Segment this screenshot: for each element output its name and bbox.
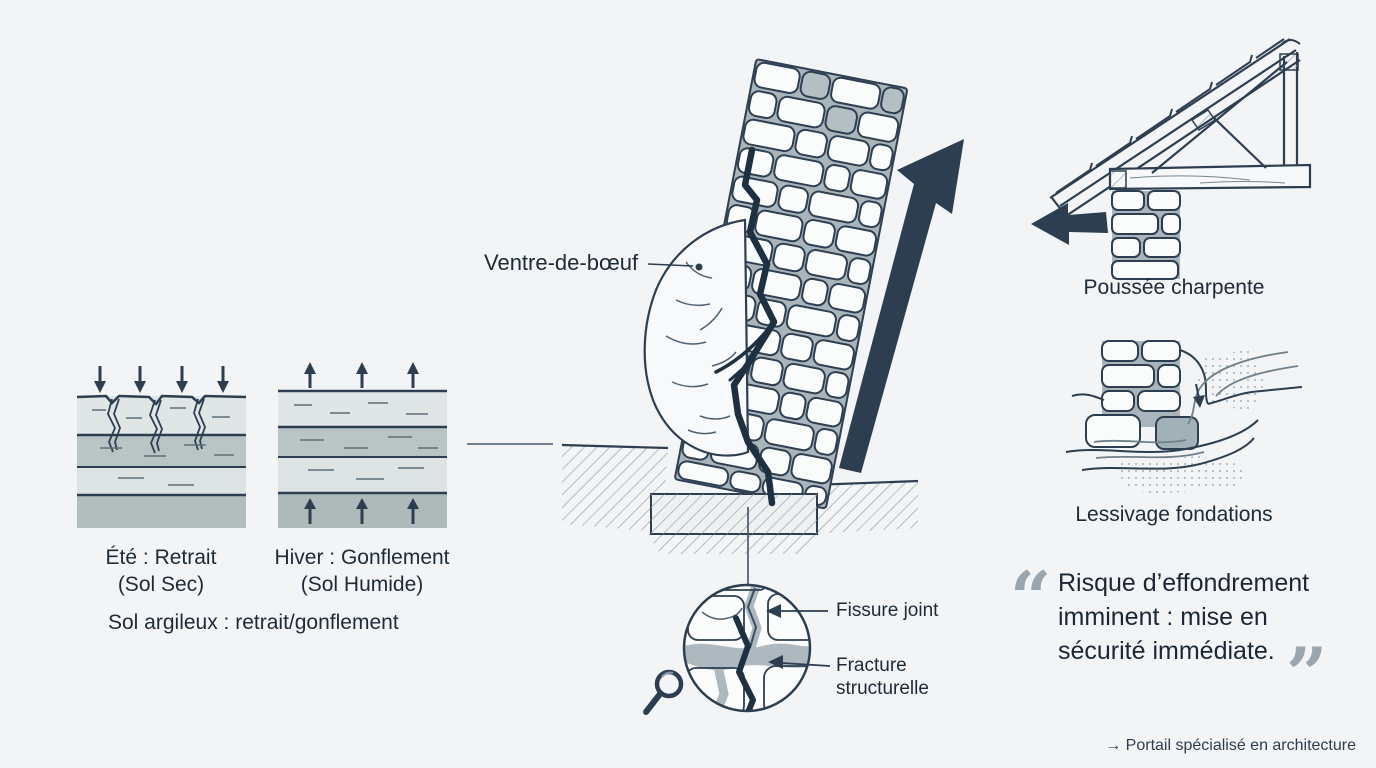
up-arrow-icons [304,362,419,524]
flow-arrow-icon [1193,383,1205,408]
close-quote-icon: ” [1286,631,1328,716]
foundation-washout-illustration [1065,340,1303,494]
winter-title: Hiver : Gonflement [274,546,450,569]
open-quote-icon: “ [1010,555,1052,640]
water-flow-lines [1093,351,1299,459]
fracture-arrow [768,655,831,669]
roof-thrust-label: Poussée charpente [1083,276,1265,299]
lean-arrow-icon [839,139,964,473]
soil-dots [1198,350,1266,412]
ventre-leader [647,263,703,271]
crack-detail-circle [682,583,812,713]
ground-hatch [561,443,919,554]
terrain-outline [1065,349,1303,471]
roof-tiles [1055,38,1285,194]
wall-crack [714,146,778,507]
joint-crack-label: Fissure joint [836,600,939,621]
down-arrow-icons [94,366,229,393]
undermined-stone [1155,416,1199,450]
summer-title: Été : Retrait [105,546,217,569]
fissure-joint-arrow [766,604,828,618]
warning-quote: “ Risque d’effondrement imminent : mise … [1010,555,1350,710]
roof-pillar [1111,190,1181,280]
thrust-arrow-icon [1031,203,1108,245]
portal-link[interactable]: → Portail spécialisé en architecture [1105,737,1356,754]
quote-text: Risque d’effondrement imminent : mise en… [1058,569,1310,665]
foundation-hatch [651,494,817,534]
roof-truss-illustration [1031,38,1312,280]
soil-texture-dashes [92,407,234,486]
soil-summer-diagram [76,366,247,528]
summer-caption: Été : Retrait (Sol Sec) [61,544,261,598]
bulge-label: Ventre-de-bœuf [484,250,639,275]
winter-subtitle: (Sol Humide) [300,573,424,596]
winter-caption: Hiver : Gonflement (Sol Humide) [262,544,462,598]
foundation-washout-label: Lessivage fondations [1075,503,1273,526]
soil-texture-dashes [294,402,438,480]
magnifier-icon [643,669,684,715]
structural-fracture-label: Fracture structurelle [836,655,929,699]
wall-bulge [643,218,750,457]
soil-crack-lines [107,398,206,454]
soil-caption: Sol argileux : retrait/gonflement [108,611,399,634]
soil-dots [1116,456,1246,494]
soil-winter-diagram [278,362,447,528]
summer-subtitle: (Sol Sec) [117,573,205,596]
